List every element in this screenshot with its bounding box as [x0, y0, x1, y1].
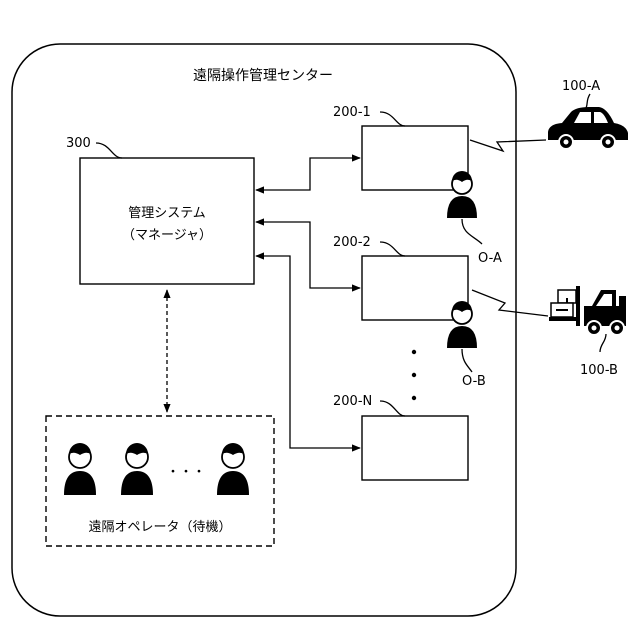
terminal-ref-leader-1 [380, 112, 405, 126]
forklift-icon [549, 286, 626, 335]
terminal-continuation-dots [412, 350, 416, 400]
terminal-ref-1: 200-1 [333, 105, 371, 120]
person-icon [64, 443, 96, 495]
car-icon [548, 107, 628, 149]
terminal-ref-leader-2 [380, 242, 405, 256]
wireless-link-icon [470, 140, 546, 151]
operator-ref-leader-b [462, 349, 472, 372]
terminal-ref-n: 200-N [333, 394, 372, 409]
vehicle-ref-b: 100-B [580, 363, 618, 378]
management-name: 管理システム [128, 206, 206, 221]
link-300-to-200-N [256, 256, 360, 448]
standby-label: 遠隔オペレータ（待機） [88, 520, 231, 535]
management-ref: 300 [66, 136, 91, 151]
terminal-ref-leader-n [380, 401, 405, 416]
operator-ref-b: O-B [462, 374, 486, 389]
vehicle-ref-leader-a [586, 94, 590, 108]
management-ref-leader [96, 143, 122, 158]
terminal-ref-2: 200-2 [333, 235, 371, 250]
terminal-200-N[interactable] [362, 416, 468, 480]
person-icon [121, 443, 153, 495]
center-title: 遠隔操作管理センター [193, 68, 333, 84]
management-box[interactable] [80, 158, 254, 284]
wireless-link-icon [472, 290, 548, 316]
standby-ellipsis: ・・・ [166, 465, 205, 480]
link-300-to-200-1 [256, 158, 360, 190]
management-subtitle: （マネージャ） [122, 228, 212, 243]
vehicle-ref-a: 100-A [562, 79, 600, 94]
link-300-to-200-2 [256, 222, 360, 288]
vehicle-ref-leader-b [600, 334, 606, 352]
person-icon [217, 443, 249, 495]
management-system[interactable]: 管理システム （マネージャ） [80, 158, 254, 284]
operator-ref-a: O-A [478, 251, 502, 266]
operator-ref-leader-a [462, 219, 482, 244]
